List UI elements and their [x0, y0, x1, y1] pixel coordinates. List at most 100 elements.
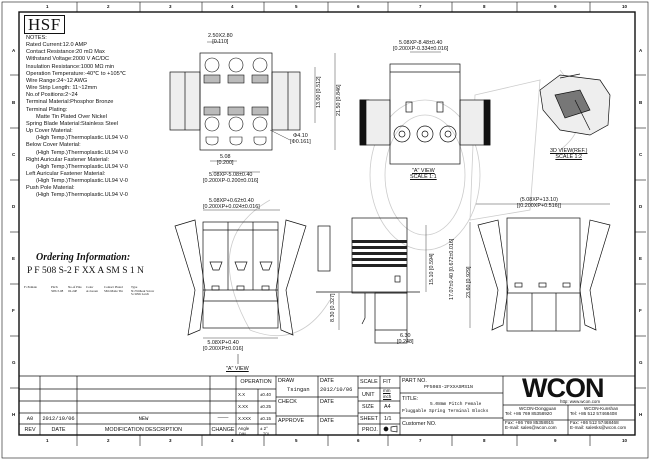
note-line: Spring Blade Material:Stainless Steel [26, 120, 119, 127]
size-label: SIZE [362, 404, 374, 410]
tol-value: ±0.15 [260, 416, 271, 421]
ruler-col: 9 [554, 438, 557, 443]
ruler-col: 5 [295, 4, 298, 9]
ruler-col: 10 [622, 4, 628, 9]
a-view-arrow-label: "A" VIEW [226, 366, 249, 372]
draw-label: DRAW [278, 378, 295, 384]
proj-label: PROJ. [362, 427, 378, 433]
wcon-logo: WCON [522, 373, 604, 403]
ordering-label: F=Female [24, 285, 37, 289]
ruler-ticks [10, 2, 646, 446]
note-line: Contact Resistance:20 mΩ Max [26, 49, 105, 56]
dim-label: 8.30 [0.327] [330, 293, 336, 323]
company-url[interactable]: http: www.wcon.com [560, 399, 601, 404]
rev-value: A0 [26, 416, 34, 422]
title-block-grid [19, 375, 635, 435]
ruler-row: C [639, 152, 643, 157]
operation-label: OPERATION [240, 379, 272, 385]
header-rev: REV [24, 427, 36, 433]
note-line: Right Auricular Fastener Material: [26, 156, 110, 163]
right-view-drawing [469, 203, 611, 332]
ruler-row: E [639, 256, 643, 261]
title-label: TITLE: [402, 396, 419, 402]
notes-block: NOTES: Rated Current:12.0 AMP Contact Re… [26, 35, 128, 200]
header-date: DATE [51, 427, 66, 433]
dim-label: 5.08XP-5.08±0.40[0.200XP-0.200±0.016] [203, 172, 259, 184]
dim-label: 21.50 [0.846] [336, 84, 342, 117]
note-line: Wire Strip Length: 11~12mm [26, 85, 97, 92]
ruler-col: 8 [483, 4, 486, 9]
note-line: (High Temp.)Thermoplastic.UL94 V-0 [36, 192, 128, 199]
ruler-row: D [639, 204, 643, 209]
ruler-row: A [12, 48, 16, 53]
ruler-row: H [639, 412, 643, 417]
header-change: CHANGE [211, 427, 235, 433]
tol-value: ±0.25 [260, 404, 271, 409]
ruler-col: 2 [107, 4, 110, 9]
dim-label: 6.30[0.248] [397, 333, 414, 345]
ruler-col: 4 [231, 438, 234, 443]
tol-dim: Angle [238, 426, 250, 431]
note-line: (High Temp.)Thermoplastic.UL94 V-0 [36, 163, 128, 170]
sheet-value: 1/1 [384, 416, 392, 422]
unit-label: UNIT [362, 392, 375, 398]
note-line: Operation Temperature:-40℃ to +105℃ [26, 70, 126, 77]
rev-date: 2012/10/06 [42, 416, 75, 422]
check-label: CHECK [278, 399, 297, 405]
ruler-col: 3 [169, 4, 172, 9]
front-view-drawing [174, 209, 307, 364]
draw-date: 2012/10/06 [320, 387, 353, 393]
part-no-label: PART NO. [402, 378, 427, 384]
ruler-col: 1 [46, 4, 49, 9]
dim-label: 13.00 [0.512] [316, 76, 322, 109]
size-value: A4 [384, 404, 391, 410]
ruler-row: G [12, 360, 16, 365]
note-line: Up Cover Material: [26, 128, 73, 135]
ruler-col: 4 [231, 4, 234, 9]
tol-dim: X.XX [238, 404, 249, 409]
date-label: DATE [320, 399, 334, 405]
dim-label: 23.60 [0.929] [466, 266, 472, 299]
ruler-row: B [639, 100, 643, 105]
tol-dim: X.X [238, 392, 246, 397]
ruler-col: 1 [46, 438, 49, 443]
ruler-col: 6 [357, 4, 360, 9]
dim-label: 5.08XP+0.62±0.40[0.200XP+0.024±0.016] [203, 198, 260, 210]
sheet-label: SHEET [360, 416, 378, 422]
note-line: Matte Tin Plated Over Nickel [36, 113, 107, 120]
header-description: MODIFICATION DESCRIPTION [104, 427, 183, 433]
ruler-row: C [12, 152, 16, 157]
dim-header: DIM [239, 431, 246, 436]
ruler-col: 8 [483, 438, 486, 443]
ruler-col: 3 [169, 438, 172, 443]
note-line: Terminal Plating: [26, 106, 68, 113]
ordering-code: P F 508 S-2 F XX A SM S 1 N [27, 266, 144, 276]
title-line-2: Pluggable Spring Terminal Blocks [402, 409, 489, 414]
ruler-col: 9 [554, 4, 557, 9]
dim-label: 5.08XP+0.40[0.200XP±0.016] [203, 340, 244, 352]
dim-label: 5.08[0.200] [217, 154, 234, 166]
tol-dim: X.XXX [238, 416, 251, 421]
ruler-row: A [639, 48, 643, 53]
ruler-row: D [12, 204, 16, 209]
projection-symbol-icon [383, 425, 398, 433]
note-line: (High Temp.)Thermoplastic.UL94 V-0 [36, 178, 128, 185]
dim-label: 2.50X2.80[0.110] [208, 33, 233, 45]
title-line-1: 5.08mm Pitch Female [430, 402, 482, 407]
note-line: Withstand Voltage:2000 V AC/DC [26, 56, 110, 63]
dim-label: (5.08XP+13.10)[(0.200XP+0.516)] [517, 197, 561, 209]
ruler-row: F [12, 308, 15, 313]
ruler-row: G [639, 360, 643, 365]
hsf-badge: HSF [24, 15, 65, 34]
note-line: Insulation Resistance:1000 MΩ min [26, 63, 115, 70]
note-line: Terminal Material:Phosphor Bronze [26, 99, 114, 106]
ordering-title: Ordering Information: [36, 252, 131, 263]
inner-border [18, 11, 636, 436]
tol-header: TOL [263, 431, 270, 436]
customer-no-label: Customer NO. [402, 421, 437, 427]
